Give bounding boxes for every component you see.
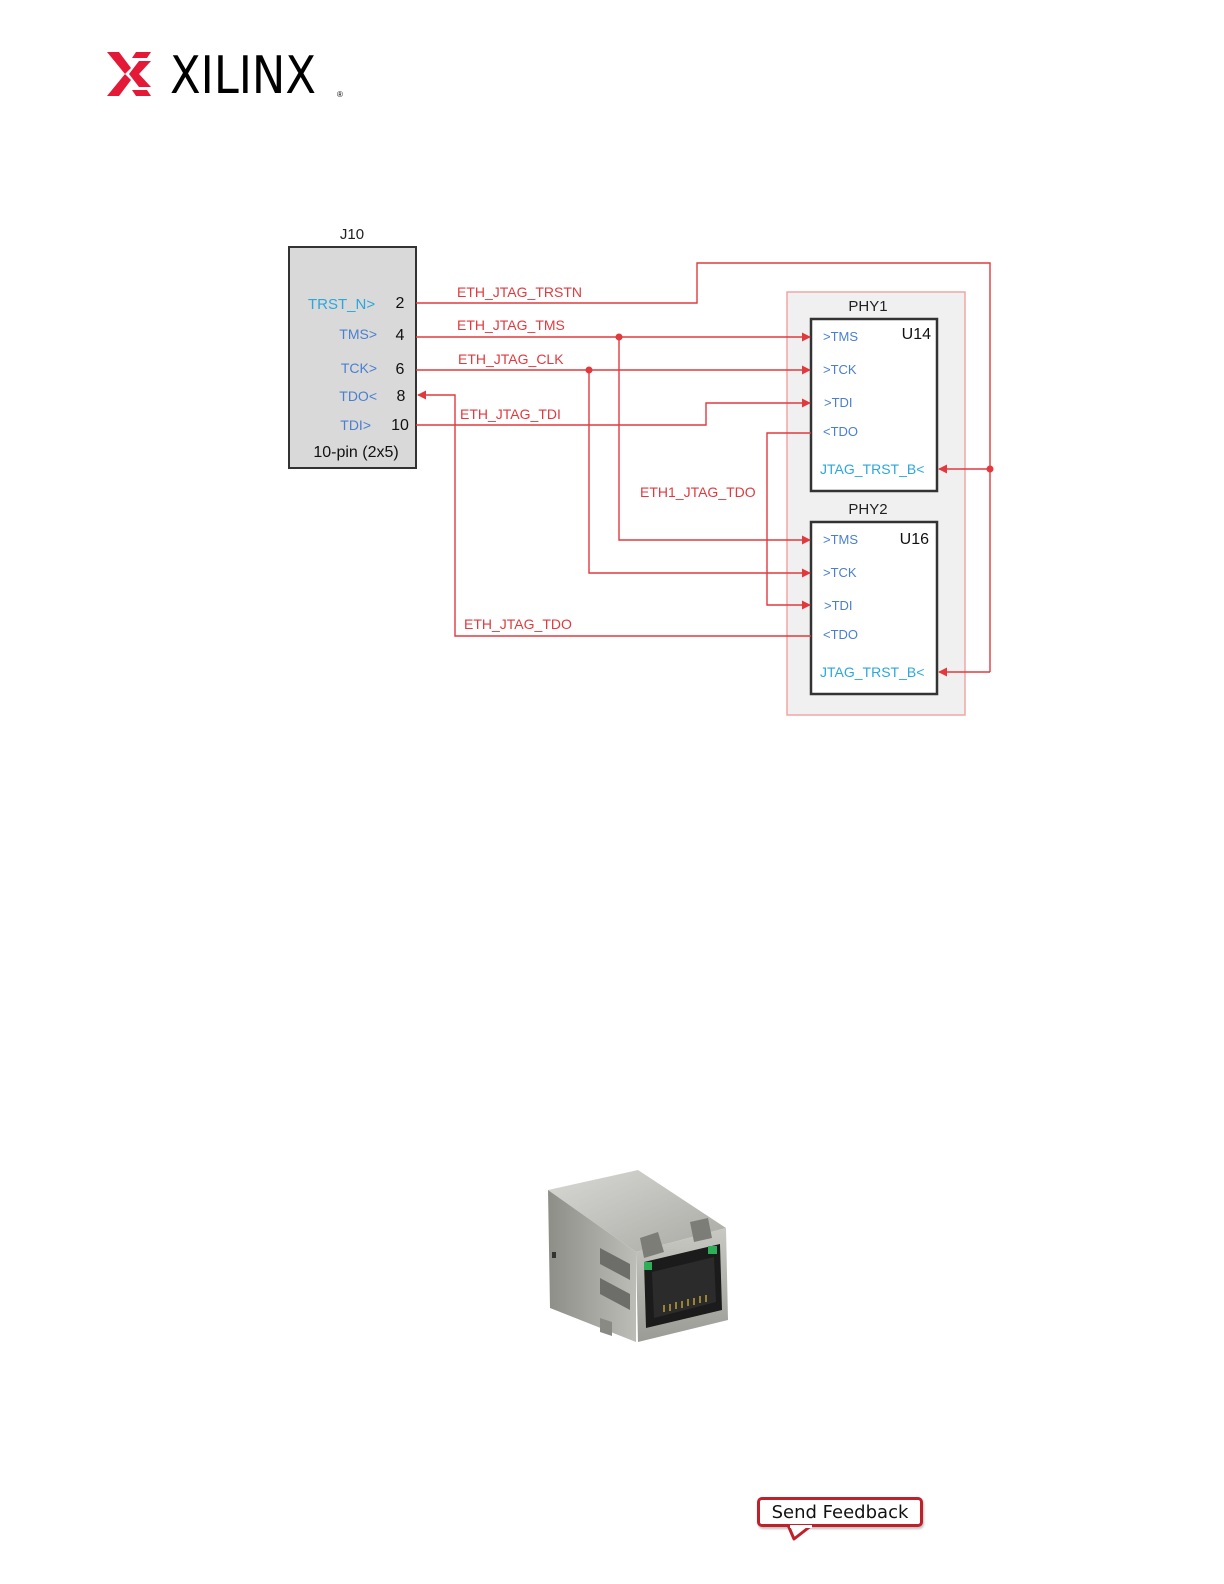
connector-pin-label: TCK>: [341, 360, 377, 376]
net-tdo-wire: [418, 395, 811, 636]
connector-pin-number: 6: [396, 361, 405, 378]
feedback-callout-tail-icon: [786, 1525, 816, 1541]
net-label-trstn: ETH_JTAG_TRSTN: [457, 284, 582, 300]
rj45-connector-image: [540, 1160, 740, 1350]
phy2-ref: U16: [900, 531, 929, 548]
net-label-tdo: ETH_JTAG_TDO: [464, 616, 572, 632]
connector-pin-label: TDI>: [340, 417, 371, 433]
connector-ref: J10: [340, 226, 364, 243]
phy2-pin: >TDI: [824, 598, 853, 613]
net-label-clk: ETH_JTAG_CLK: [458, 351, 564, 367]
phy2-pin: <TDO: [823, 627, 858, 642]
phy1-pin: <TDO: [823, 424, 858, 439]
connector-pin-number: 8: [397, 388, 406, 405]
net-tms-branch: [619, 337, 810, 540]
phy1-pin: >TCK: [823, 362, 857, 377]
phy2-reset-pin: JTAG_TRST_B<: [820, 664, 924, 680]
phy1-ref: U14: [902, 326, 931, 343]
junction-dot: [616, 334, 623, 341]
net-clk-branch: [589, 370, 810, 573]
connector-pin-number: 4: [396, 327, 405, 344]
phy1-reset-pin: JTAG_TRST_B<: [820, 461, 924, 477]
connector-pin-label: TMS>: [339, 326, 377, 342]
net-label-tdi: ETH_JTAG_TDI: [460, 406, 561, 422]
phy2-title: PHY2: [848, 501, 887, 518]
net-label-tms: ETH_JTAG_TMS: [457, 317, 565, 333]
connector-pin-label: TRST_N>: [308, 296, 375, 313]
send-feedback-button[interactable]: Send Feedback: [757, 1497, 923, 1527]
junction-dot: [586, 367, 593, 374]
phy1-pin: >TDI: [824, 395, 853, 410]
connector-caption: 10-pin (2x5): [313, 444, 398, 461]
connector-j10: [289, 247, 416, 468]
phy1-title: PHY1: [848, 298, 887, 315]
net-label-tdo-chain: ETH1_JTAG_TDO: [640, 484, 756, 500]
phy1-pin: >TMS: [823, 329, 858, 344]
connector-pin-label: TDO<: [339, 388, 377, 404]
connector-pin-number: 10: [391, 417, 409, 434]
junction-dot: [987, 466, 994, 473]
phy2-pin: >TCK: [823, 565, 857, 580]
phy2-pin: >TMS: [823, 532, 858, 547]
connector-pin-number: 2: [396, 295, 405, 312]
